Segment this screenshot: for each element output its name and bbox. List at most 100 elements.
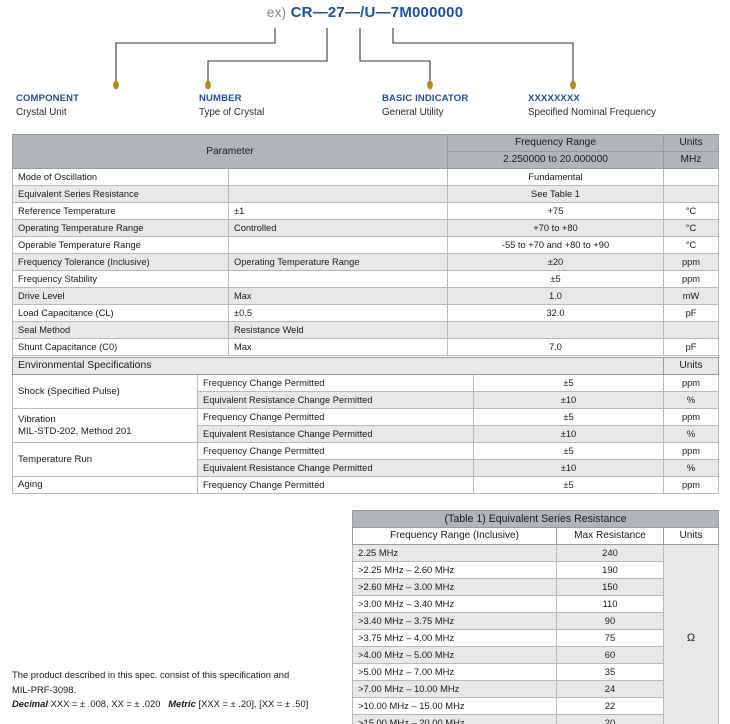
parameter-table-header-row: Parameter Frequency Range Units [12,134,719,169]
part-number-example: ex) CR—27—/U—7M000000 [0,4,730,22]
env-criterion: Frequency Change Permitted [197,476,474,494]
table-row: >3.40 MHz – 3.75 MHz 90 [352,612,719,630]
env-value: ±10 [473,459,664,477]
param-name: Mode of Oscillation [12,168,229,186]
esr-range: 2.25 MHz [352,544,557,562]
decimal-label: Decimal [12,698,48,709]
esr-max-resistance: 24 [556,680,664,698]
param-value: Fundamental [447,168,664,186]
param-condition: Resistance Weld [228,321,448,339]
param-condition [228,168,448,186]
callout-legend-component: COMPONENT Crystal Unit [16,93,79,119]
param-name: Load Capacitance (CL) [12,304,229,322]
env-criterion: Frequency Change Permitted [197,442,474,460]
legend-subtitle: Type of Crystal [199,107,265,118]
esr-max-resistance: 110 [556,595,664,613]
esr-max-resistance: 35 [556,663,664,681]
param-value: 32.0 [447,304,664,322]
param-unit [663,168,719,186]
esr-range: >4.00 MHz – 5.00 MHz [352,646,557,664]
param-unit: mW [663,287,719,305]
esr-max-resistance: 75 [556,629,664,647]
esr-range: >10.00 MHz – 15.00 MHz [352,697,557,715]
callout-legend-number: NUMBER Type of Crystal [199,93,264,119]
footnote-block: The product described in this spec. cons… [12,668,352,712]
metric-text: [XXX = ± .20], [XX = ± .50] [198,698,309,709]
col-header-max-resistance: Max Resistance [556,527,664,545]
callout-dot-frequency [570,80,576,90]
esr-range: >2.25 MHz – 2.60 MHz [352,561,557,579]
esr-max-resistance: 20 [556,714,664,724]
env-criterion: Equivalent Resistance Change Permitted [197,459,474,477]
param-name: Frequency Tolerance (Inclusive) [12,253,229,271]
esr-range: >2.60 MHz – 3.00 MHz [352,578,557,596]
esr-table: (Table 1) Equivalent Series Resistance F… [351,510,720,724]
env-group-name: Aging [12,476,198,494]
table-row: Shunt Capacitance (C0) Max 7.0 pF [12,338,719,356]
decimal-text: XXX = ± .008, XX = ± .020 [50,698,161,709]
callout-dot-number [205,80,211,90]
col-header-units: Units [663,357,719,375]
param-unit: °C [663,202,719,220]
col-subheader-units-value: MHz [663,151,719,169]
table-row: Operating Temperature Range Controlled +… [12,219,719,237]
table-row: >7.00 MHz – 10.00 MHz 24 [352,680,719,698]
env-unit: ppm [663,476,719,494]
param-unit: ppm [663,253,719,271]
param-value: -55 to +70 and +80 to +90 [447,236,664,254]
param-name: Equivalent Series Resistance [12,185,229,203]
env-criterion: Frequency Change Permitted [197,374,474,392]
table-row: Vibration MIL-STD-202, Method 201 Freque… [12,408,719,443]
env-criterion: Equivalent Resistance Change Permitted [197,425,474,443]
param-condition [228,185,448,203]
param-value: See Table 1 [447,185,664,203]
legend-subtitle: Crystal Unit [16,107,67,118]
col-header-units: Units [662,527,720,545]
col-header-frequency-range-inclusive: Frequency Range (Inclusive) [352,527,557,545]
param-value: ±20 [447,253,664,271]
example-part-number: CR—27—/U—7M000000 [290,4,464,21]
param-condition: Max [228,338,448,356]
esr-range: >5.00 MHz – 7.00 MHz [352,663,557,681]
table-row: Operable Temperature Range -55 to +70 an… [12,236,719,254]
environmental-specifications-table: Environmental Specifications Units Shock… [12,357,719,494]
env-unit: % [663,425,719,443]
environmental-header-row: Environmental Specifications Units [12,357,719,375]
table-row: Shock (Specified Pulse) Frequency Change… [12,374,719,409]
esr-range: >3.40 MHz – 3.75 MHz [352,612,557,630]
param-condition [228,236,448,254]
esr-range: >7.00 MHz – 10.00 MHz [352,680,557,698]
param-unit: °C [663,236,719,254]
env-group-name: Temperature Run [12,442,198,477]
param-name: Shunt Capacitance (C0) [12,338,229,356]
esr-max-resistance: 190 [556,561,664,579]
env-value: ±5 [473,476,664,494]
param-name: Reference Temperature [12,202,229,220]
table-row: >3.75 MHz – 4.00 MHz 75 [352,629,719,647]
param-unit: °C [663,219,719,237]
env-group-name-vibration: Vibration MIL-STD-202, Method 201 [12,408,198,443]
part-number-diagram: ex) CR—27—/U—7M000000 COMPONENT Crystal … [0,0,730,124]
table-row: >3.00 MHz – 3.40 MHz 110 [352,595,719,613]
esr-header-row: Frequency Range (Inclusive) Max Resistan… [352,527,720,545]
env-value: ±5 [473,374,664,392]
footnote-tolerances: Decimal XXX = ± .008, XX = ± .020 Metric… [12,697,352,712]
param-value: +70 to +80 [447,219,664,237]
col-header-units: Units [663,134,719,152]
param-value [447,321,664,339]
param-condition: Operating Temperature Range [228,253,448,271]
table-row: Frequency Stability ±5 ppm [12,270,719,288]
esr-table-title: (Table 1) Equivalent Series Resistance [351,510,720,528]
footnote-line-2: MIL-PRF-3098. [12,683,77,695]
env-value: ±10 [473,425,664,443]
env-group-name-line2: MIL-STD-202, Method 201 [18,425,132,437]
esr-max-resistance: 60 [556,646,664,664]
esr-unit-symbol: Ω [662,544,720,724]
table-row: >15.00 MHz – 20.00 MHz 20 [352,714,719,724]
table-row: Mode of Oscillation Fundamental [12,168,719,186]
table-row: >4.00 MHz – 5.00 MHz 60 [352,646,719,664]
param-condition: ±1 [228,202,448,220]
legend-subtitle: Specified Nominal Frequency [528,107,656,118]
callout-connector-lines [113,28,576,90]
